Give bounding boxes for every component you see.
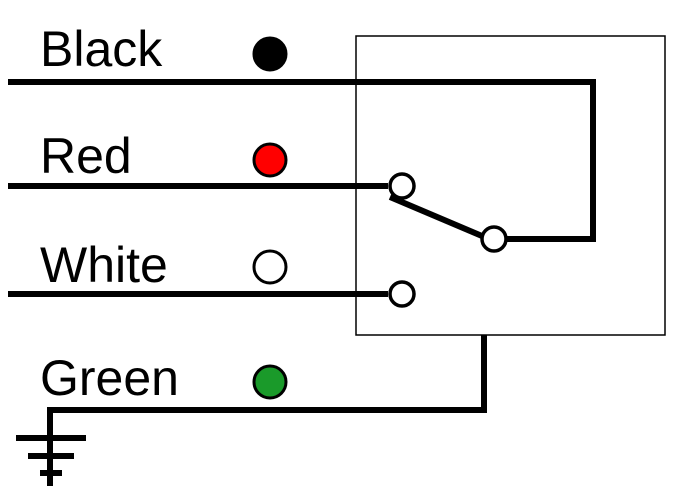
terminal-white — [388, 280, 416, 308]
ground-wire — [47, 335, 487, 438]
color-dot-black — [252, 36, 288, 72]
ground-icon — [16, 435, 86, 486]
color-dot-green — [252, 364, 288, 400]
wire-label-black: Black — [40, 21, 163, 77]
switch-lever — [388, 194, 484, 239]
wire-label-white: White — [40, 237, 168, 293]
color-dot-white — [252, 249, 288, 285]
color-dot-red — [252, 142, 288, 178]
wire-label-red: Red — [40, 128, 132, 184]
black-wire — [8, 79, 596, 242]
terminal-common — [480, 225, 508, 253]
terminal-red — [388, 172, 416, 200]
wire-label-green: Green — [40, 350, 179, 406]
